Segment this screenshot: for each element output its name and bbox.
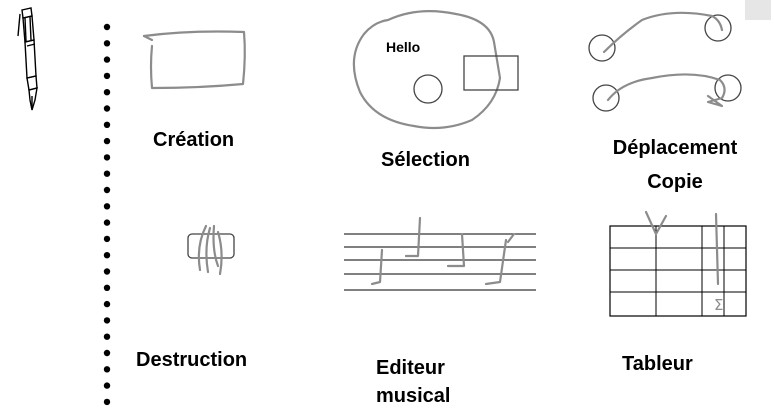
binding-dot [103, 56, 111, 63]
binding-dot [103, 268, 111, 275]
binding-dot [103, 366, 111, 373]
binding-dot [103, 186, 111, 194]
binding-dot [103, 349, 111, 357]
binding-dot [103, 170, 111, 177]
selection-sample-text: Hello [386, 39, 420, 55]
binding-dot [103, 23, 111, 31]
binding-dot [103, 105, 111, 112]
move-copy-label-line2: Copie [647, 171, 703, 193]
spreadsheet-sum-symbol: Σ [714, 296, 723, 314]
binding-dot [103, 72, 111, 80]
move-copy-label-line1: Déplacement [612, 137, 738, 159]
binding-dot [103, 219, 111, 226]
binding-dot [103, 89, 111, 96]
spreadsheet-drawing[interactable]: Σ [606, 210, 756, 320]
creation-drawing[interactable] [140, 26, 250, 96]
music-editor-drawing[interactable] [340, 210, 540, 300]
binding-dot [103, 333, 111, 340]
selection-label[interactable]: Sélection [381, 149, 470, 171]
binding-dot [103, 121, 111, 128]
move-copy-drawing[interactable] [582, 6, 752, 116]
binding-dot [103, 300, 111, 308]
binding-dot [103, 317, 111, 324]
music-editor-label-line2: musical [376, 385, 451, 407]
binding-dot [103, 284, 111, 291]
music-editor-label-line1: Editeur [376, 357, 445, 379]
binding-dot [103, 40, 111, 47]
destruction-label[interactable]: Destruction [136, 349, 248, 371]
selection-drawing[interactable]: Hello [348, 8, 528, 136]
binding-dot [103, 382, 111, 389]
binding-dot [103, 235, 111, 243]
binding-dot [103, 398, 111, 406]
spreadsheet-label[interactable]: Tableur [622, 353, 693, 375]
pen-icon[interactable] [14, 6, 44, 114]
binding-dot [103, 203, 111, 210]
destruction-drawing[interactable] [184, 222, 244, 278]
binding-dots [103, 23, 111, 406]
binding-dot [103, 252, 111, 259]
music-editor-label[interactable]: Editeur musical [376, 356, 450, 408]
binding-dot [103, 154, 111, 161]
window-corner-tab [745, 0, 771, 20]
move-copy-label[interactable]: Déplacement Copie [590, 136, 760, 194]
creation-label[interactable]: Création [153, 129, 235, 151]
binding-dot [103, 137, 111, 145]
